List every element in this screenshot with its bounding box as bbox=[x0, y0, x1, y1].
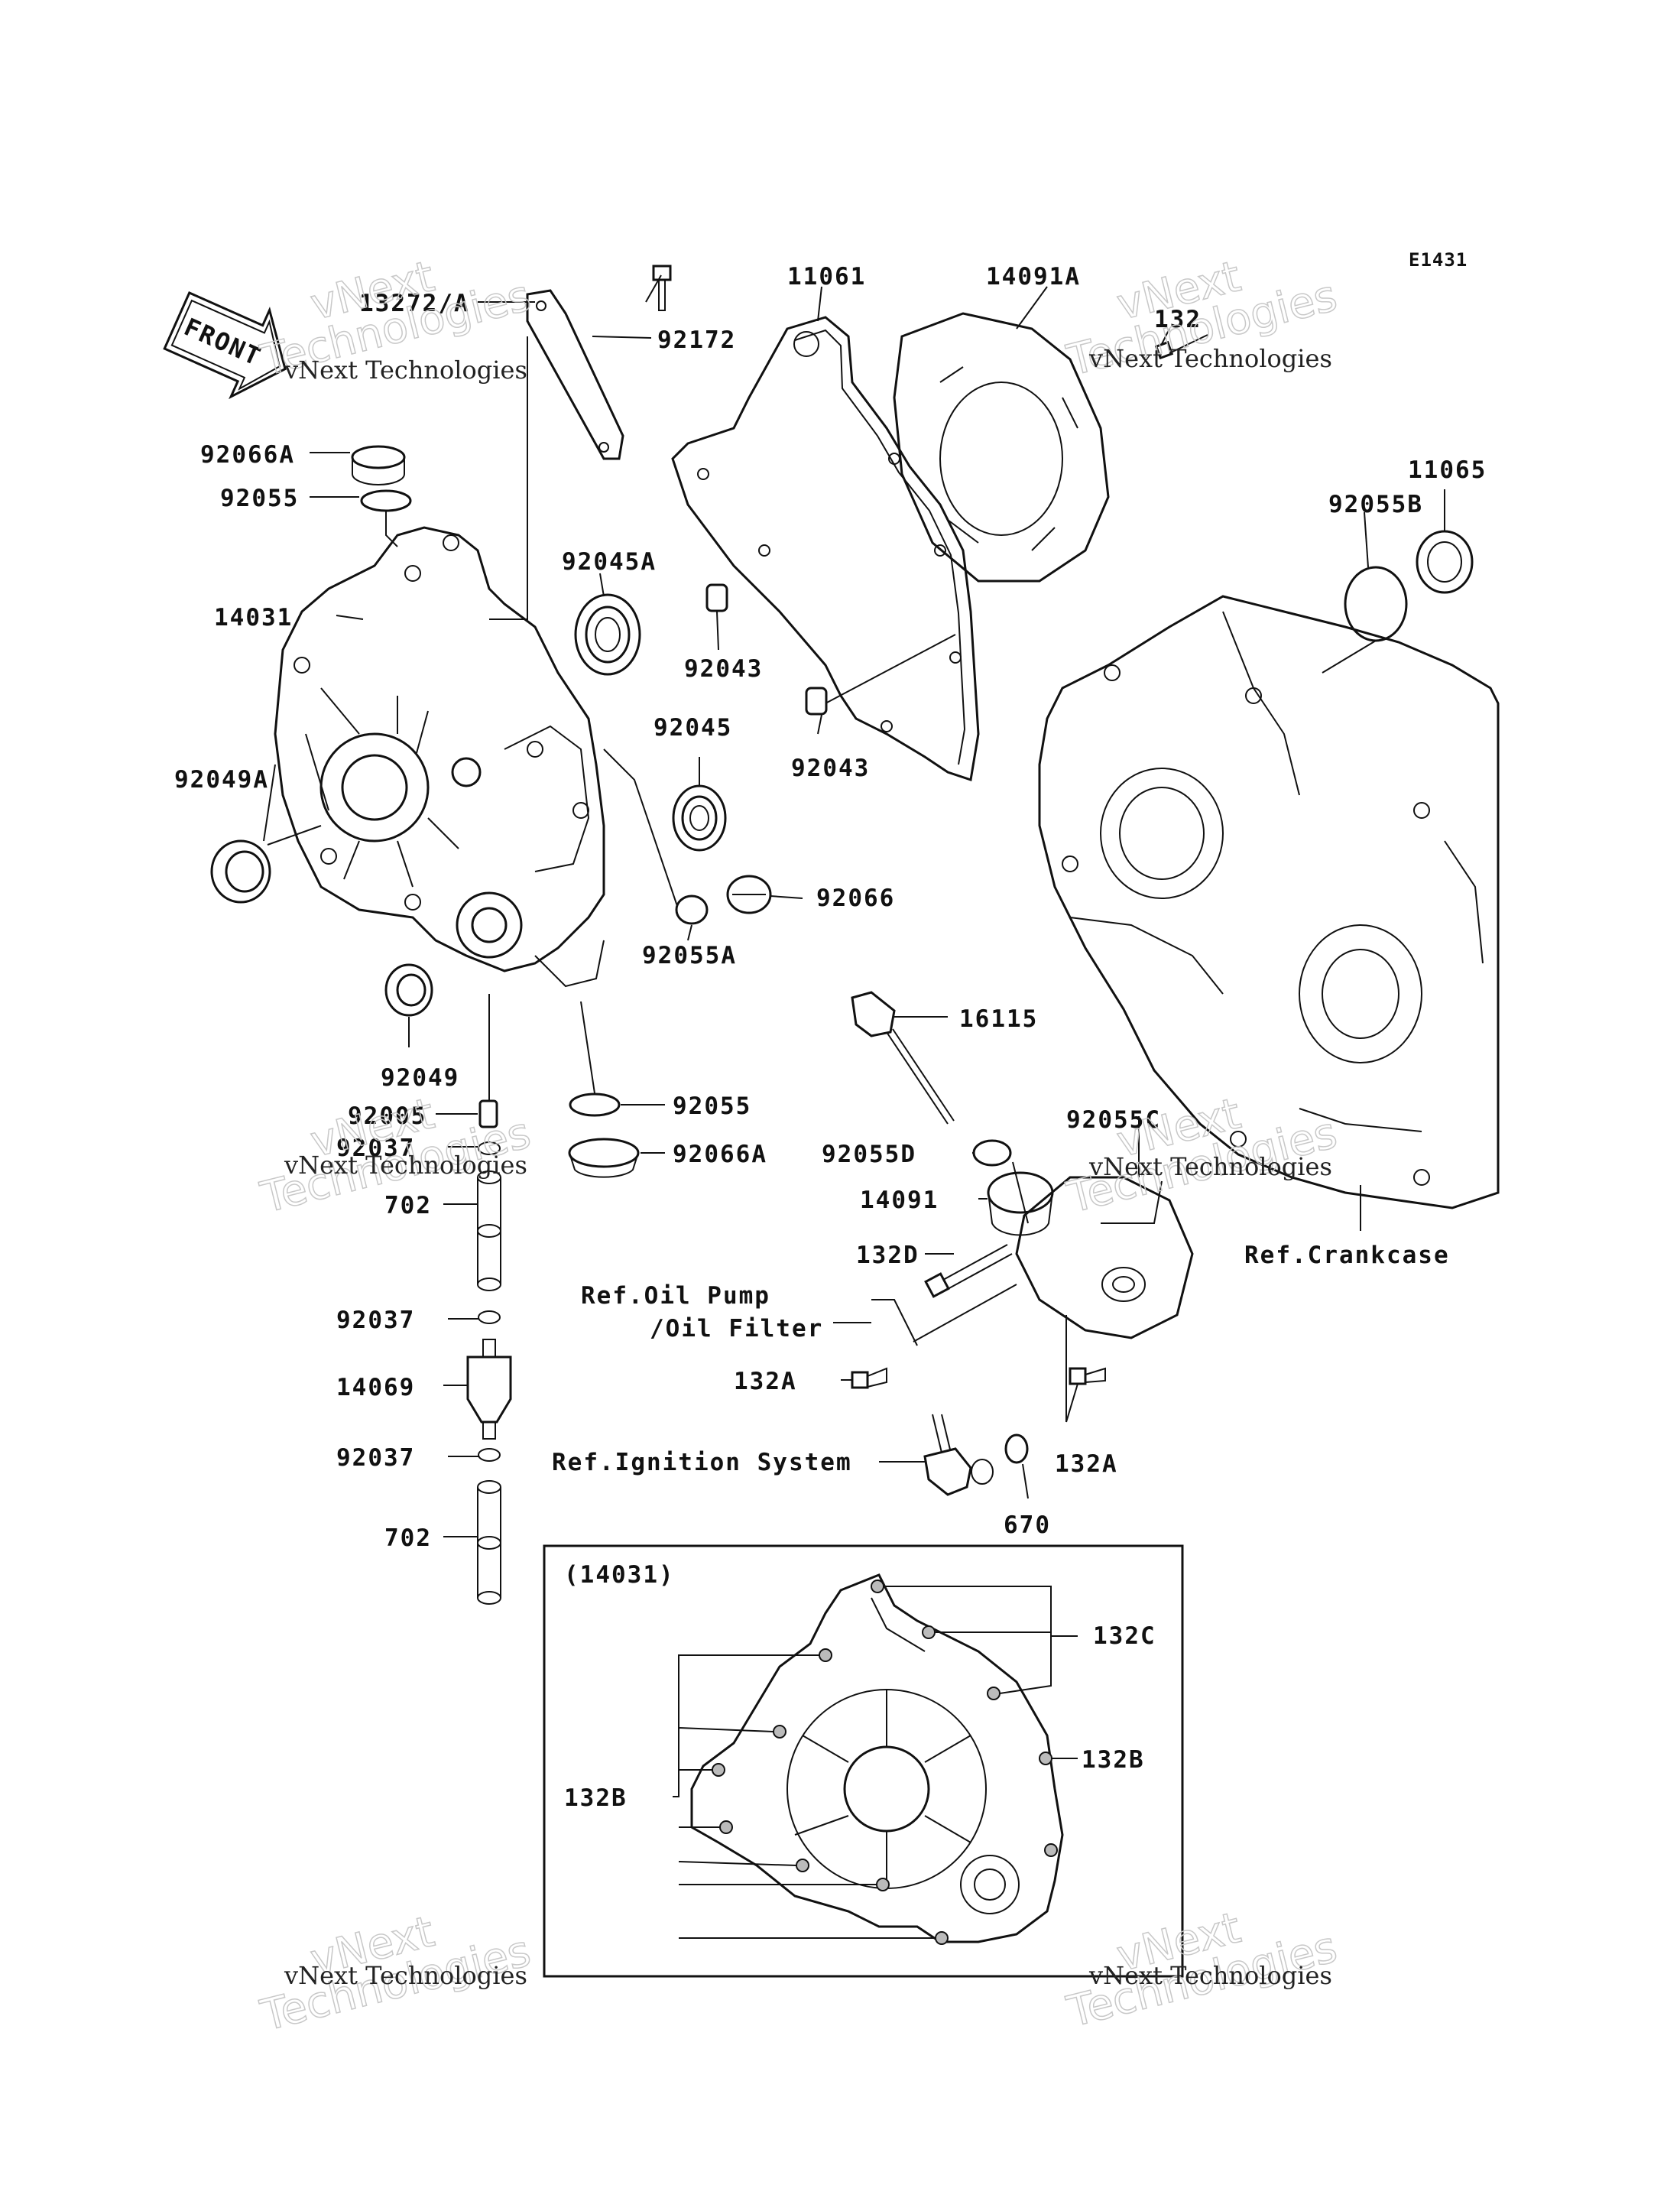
baffle-plate-14091a bbox=[893, 312, 1110, 583]
watermark-text-bottom-right: vNext Technologies bbox=[1088, 1961, 1332, 1990]
label-11065: 11065 bbox=[1408, 456, 1487, 484]
left-engine-cover bbox=[274, 526, 605, 988]
o-ring-92055-top bbox=[360, 489, 412, 512]
label-92055b: 92055B bbox=[1328, 491, 1423, 518]
label-92049a: 92049A bbox=[174, 766, 269, 794]
leader-lines bbox=[263, 274, 1445, 1537]
label-132: 132 bbox=[1154, 306, 1202, 333]
label-702-a: 702 bbox=[384, 1192, 432, 1219]
ignition-pickup bbox=[923, 1414, 994, 1496]
label-92055c: 92055C bbox=[1066, 1106, 1161, 1134]
ref-oil-pump: Ref.Oil Pump bbox=[581, 1282, 770, 1310]
cap-11065 bbox=[1416, 530, 1474, 594]
hose-stack bbox=[466, 1099, 512, 1605]
label-92172: 92172 bbox=[657, 326, 736, 354]
plug-92066 bbox=[726, 875, 772, 914]
front-arrow-icon: FRONT bbox=[163, 291, 287, 400]
inset-14031: (14031) bbox=[543, 1544, 1184, 1978]
bolt-132 bbox=[1154, 334, 1208, 360]
oil-seal-92049 bbox=[384, 963, 433, 1017]
diagram-code: E1431 bbox=[1409, 249, 1468, 271]
bearing-92045a bbox=[574, 593, 641, 676]
label-92049: 92049 bbox=[381, 1064, 459, 1092]
label-13272a: 13272/A bbox=[359, 290, 470, 317]
hose-702-b bbox=[477, 1487, 501, 1598]
oil-filler-14091 bbox=[987, 1171, 1054, 1236]
label-92043-b: 92043 bbox=[791, 755, 870, 782]
label-92066: 92066 bbox=[816, 885, 895, 912]
label-92055-mid: 92055 bbox=[673, 1093, 751, 1120]
label-16115: 16115 bbox=[959, 1005, 1038, 1033]
watermark-mid-right: vNext Technologies bbox=[1062, 1088, 1342, 1223]
label-14091: 14091 bbox=[860, 1187, 939, 1214]
label-670: 670 bbox=[1004, 1511, 1051, 1539]
part-labels: 13272/A 92172 11061 14091A 132 92066A 92… bbox=[174, 263, 1487, 1812]
bolt-132a-b bbox=[1069, 1367, 1106, 1385]
watermark-text-top-left: vNext Technologies bbox=[284, 356, 527, 385]
label-132a-b: 132A bbox=[1055, 1450, 1118, 1478]
hose-702-a bbox=[477, 1177, 501, 1284]
watermark-bottom-right: vNext Technologies bbox=[1062, 1902, 1342, 2037]
label-132b-right: 132B bbox=[1082, 1746, 1145, 1774]
label-92037-b: 92037 bbox=[336, 1307, 415, 1334]
label-92037-a: 92037 bbox=[336, 1135, 415, 1162]
o-ring-92055a bbox=[675, 894, 709, 925]
gasket-11061 bbox=[671, 316, 980, 781]
ref-oil-filter: /Oil Filter bbox=[650, 1315, 823, 1343]
o-ring-92055d bbox=[972, 1139, 1012, 1167]
inset-bolt-holes bbox=[712, 1580, 1058, 1945]
label-132d: 132D bbox=[856, 1242, 919, 1269]
label-92055d: 92055D bbox=[822, 1141, 916, 1168]
label-92066a-top: 92066A bbox=[200, 441, 295, 469]
ref-crankcase: Ref.Crankcase bbox=[1244, 1242, 1450, 1269]
dowel-pin-92043-a bbox=[705, 583, 728, 612]
label-14069: 14069 bbox=[336, 1374, 415, 1401]
label-92005: 92005 bbox=[348, 1102, 426, 1130]
label-92066a-mid: 92066A bbox=[673, 1141, 767, 1168]
inset-title: (14031) bbox=[564, 1561, 675, 1589]
watermark-text-bottom-left: vNext Technologies bbox=[284, 1961, 527, 1990]
bolt-92172 bbox=[652, 265, 672, 311]
label-92045a: 92045A bbox=[562, 548, 657, 576]
label-92037-c: 92037 bbox=[336, 1444, 415, 1472]
label-132a-a: 132A bbox=[734, 1368, 797, 1395]
dowel-pin-92043-b bbox=[805, 687, 828, 716]
bearing-92045 bbox=[672, 784, 727, 852]
label-92055a: 92055A bbox=[642, 942, 737, 969]
bolt-132a-a bbox=[851, 1367, 887, 1389]
clamp-92037-b bbox=[478, 1310, 501, 1324]
label-14031: 14031 bbox=[214, 604, 293, 631]
clamp-92037-c bbox=[478, 1448, 501, 1462]
reference-labels: Ref.Crankcase Ref.Oil Pump /Oil Filter R… bbox=[552, 1242, 1450, 1476]
filter-14069 bbox=[466, 1355, 512, 1424]
label-132c: 132C bbox=[1093, 1622, 1156, 1650]
plug-92066a-mid bbox=[568, 1138, 640, 1178]
watermark-text-mid-right: vNext Technologies bbox=[1088, 1152, 1332, 1181]
label-702-b: 702 bbox=[384, 1524, 432, 1552]
label-92043-a: 92043 bbox=[684, 655, 763, 683]
clamp-92037-a bbox=[478, 1141, 501, 1155]
bolt-132d bbox=[924, 1244, 1013, 1298]
oil-seal-92049a bbox=[210, 839, 271, 904]
dipstick-16115 bbox=[851, 991, 955, 1125]
o-ring-670 bbox=[1004, 1433, 1029, 1464]
watermark-text-top-right: vNext Technologies bbox=[1088, 344, 1332, 373]
o-ring-92055-mid bbox=[569, 1093, 621, 1117]
oil-pipe bbox=[871, 1299, 918, 1346]
plug-92066a-top bbox=[351, 445, 406, 485]
label-132b-left: 132B bbox=[564, 1784, 628, 1812]
label-92045: 92045 bbox=[654, 714, 732, 742]
ref-ignition-system: Ref.Ignition System bbox=[552, 1449, 852, 1476]
label-11061: 11061 bbox=[787, 263, 866, 291]
label-14091a: 14091A bbox=[986, 263, 1081, 291]
breather-pipe bbox=[526, 289, 624, 460]
label-92055-top: 92055 bbox=[220, 485, 299, 512]
watermark-text-mid-left: vNext Technologies bbox=[284, 1151, 527, 1180]
filter-cover bbox=[1015, 1176, 1194, 1339]
crankcase bbox=[1038, 595, 1500, 1209]
